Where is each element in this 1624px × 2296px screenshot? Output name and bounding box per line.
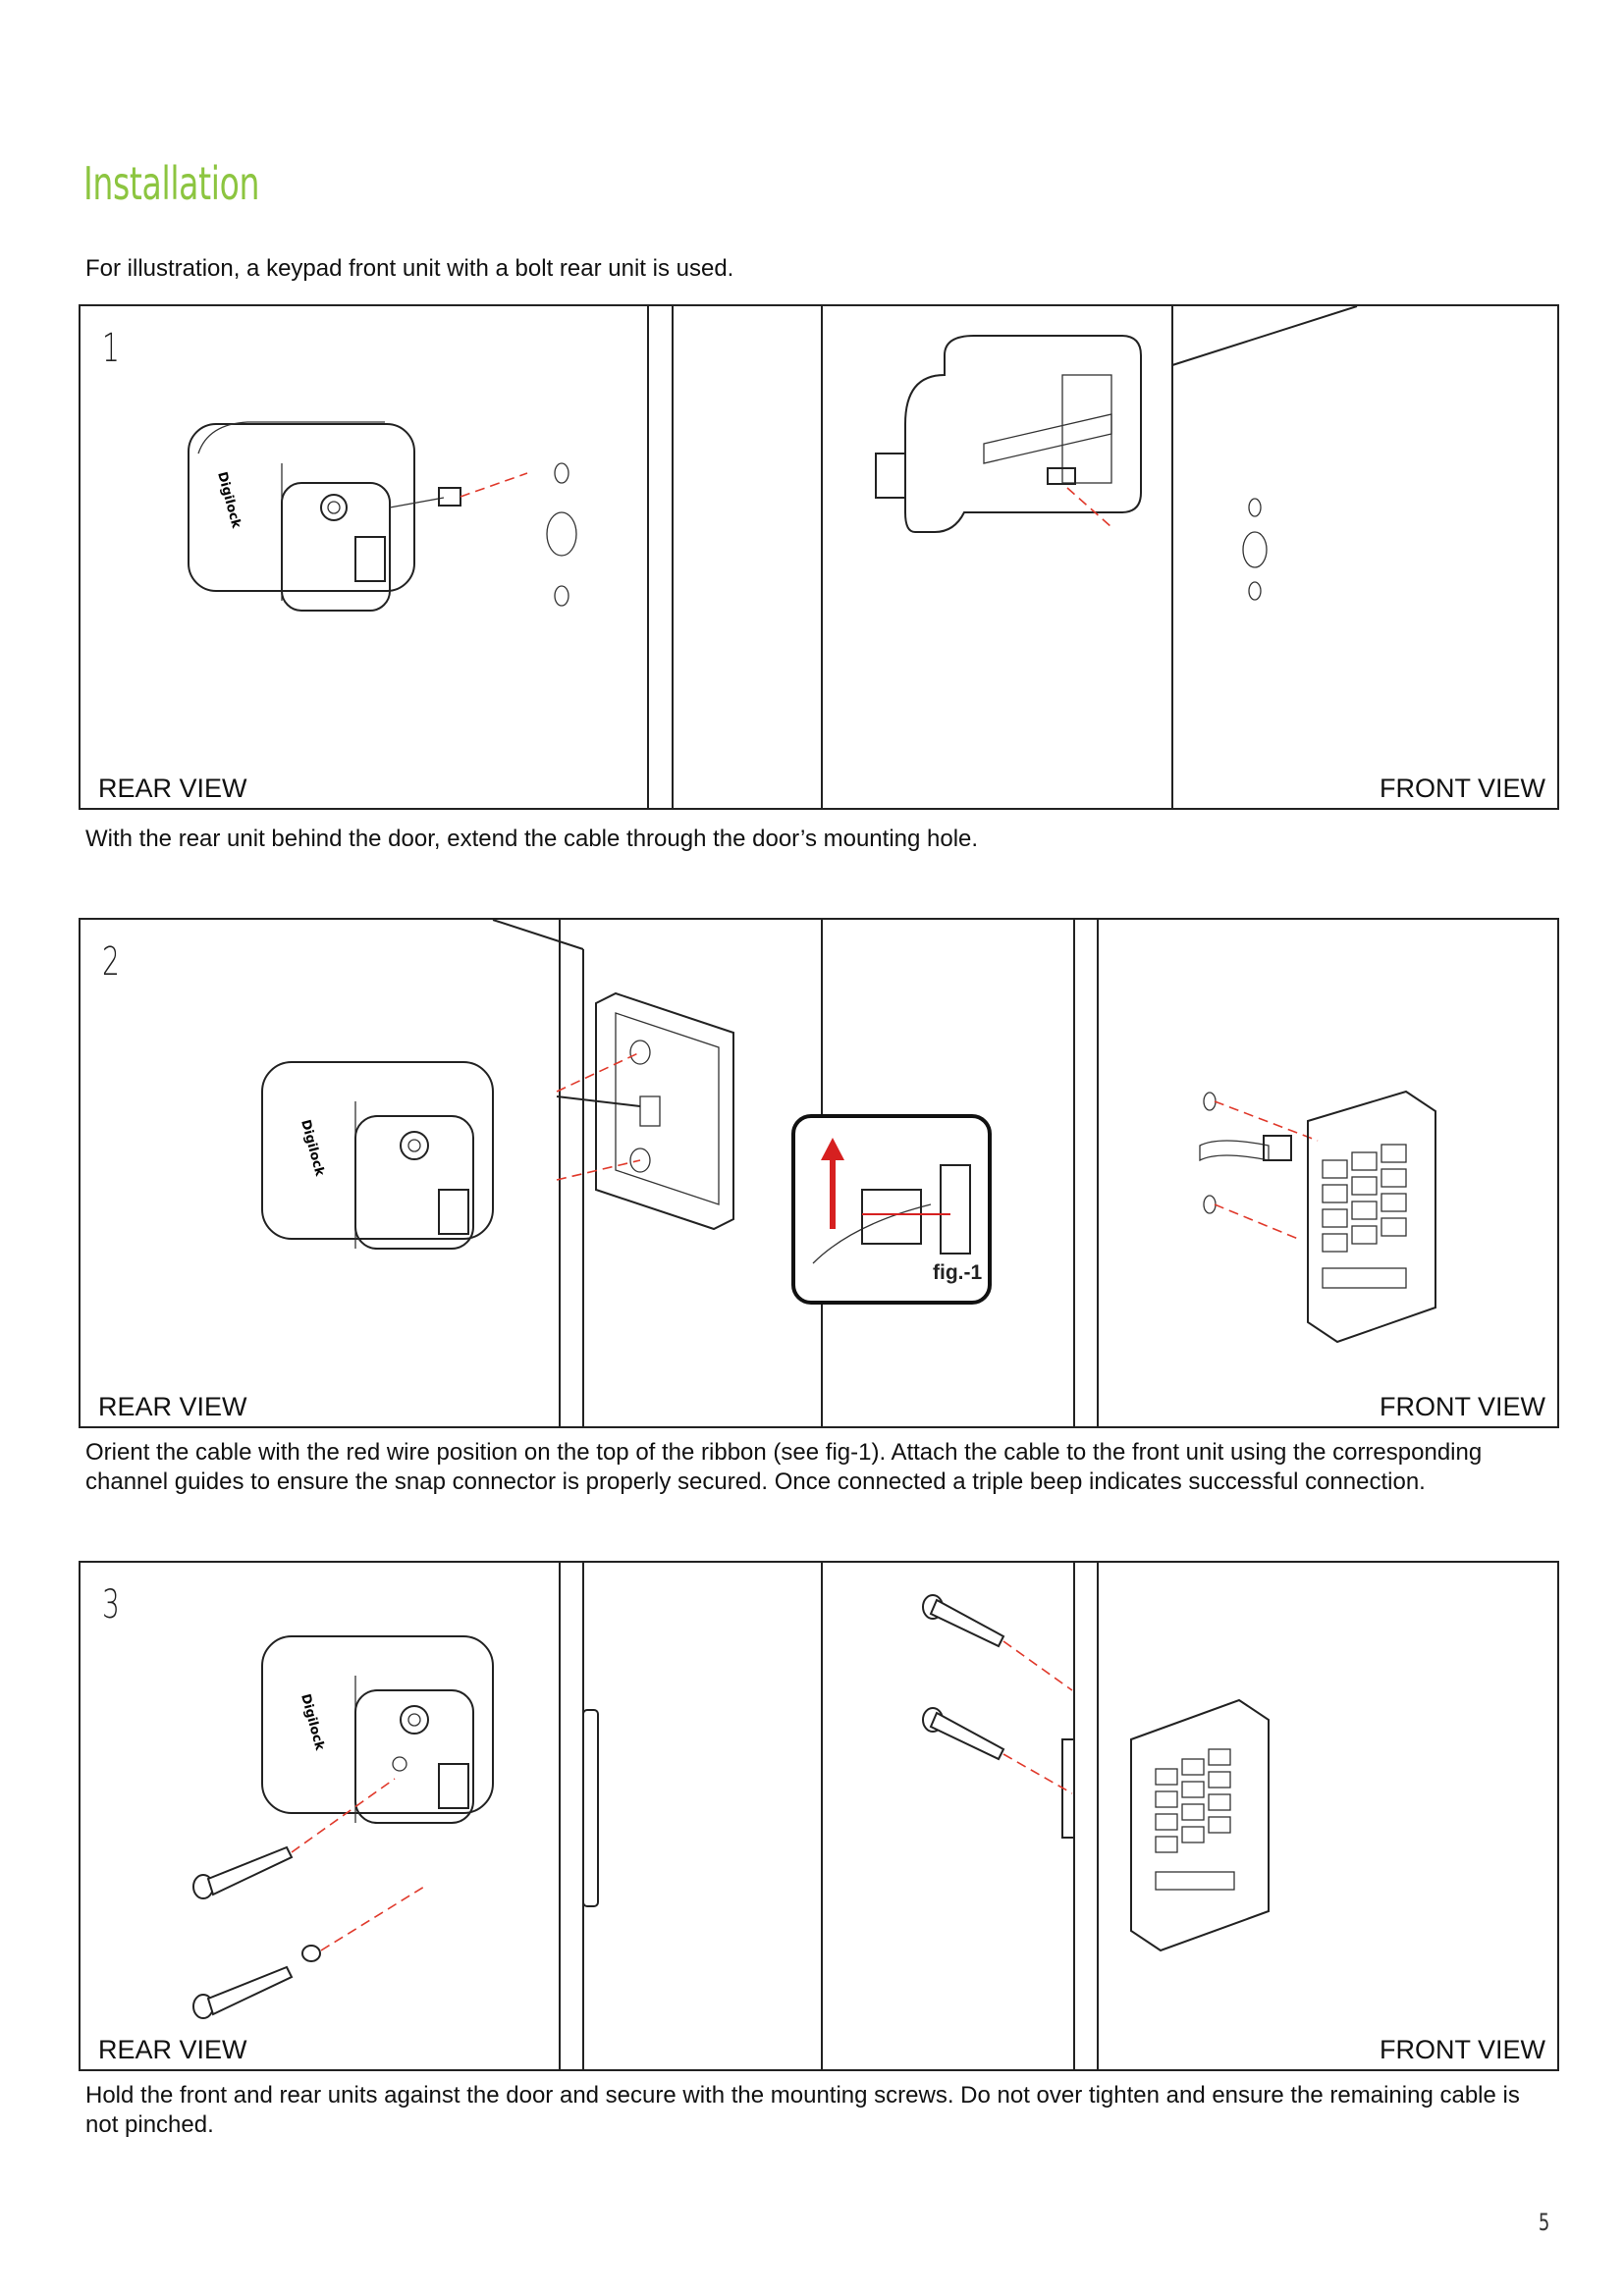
front-view-label: FRONT VIEW xyxy=(1379,2035,1545,2064)
step-number: 3 xyxy=(102,1582,120,1628)
svg-text:Digilock: Digilock xyxy=(214,470,244,530)
svg-text:Digilock: Digilock xyxy=(298,1118,327,1178)
keypad-drawing xyxy=(1199,1090,1436,1344)
step-1-caption: With the rear unit behind the door, exte… xyxy=(85,826,979,852)
rear-view-label: REAR VIEW xyxy=(98,1392,247,1421)
page-number: 5 xyxy=(1538,2209,1549,2236)
step-number: 2 xyxy=(102,939,120,985)
step-number: 1 xyxy=(102,326,120,371)
step-1-panel: Digilock 1 REAR VIEW FRONT VIEW xyxy=(79,304,1559,810)
rear-unit-drawing: Digilock xyxy=(188,421,528,612)
keypad-drawing xyxy=(1130,1698,1270,1952)
step-3-caption: Hold the front and rear units against th… xyxy=(85,2082,1520,2138)
rear-unit-drawing: Digilock xyxy=(261,1635,494,1824)
step-2-illustration: Digilock xyxy=(261,920,1436,1426)
front-screw-drawing xyxy=(922,1594,1005,1761)
front-view-label: FRONT VIEW xyxy=(1379,774,1545,803)
page-title: Installation xyxy=(83,157,260,210)
figure-label: fig.-1 xyxy=(933,1261,983,1284)
back-plate-drawing xyxy=(556,991,734,1231)
step-3-illustration: Digilock xyxy=(192,1563,1270,2069)
intro-text: For illustration, a keypad front unit wi… xyxy=(85,255,734,282)
step-2-panel: Digilock xyxy=(79,918,1559,1428)
rear-view-label: REAR VIEW xyxy=(98,2035,247,2064)
svg-text:Digilock: Digilock xyxy=(298,1692,327,1752)
rear-unit-front-drawing xyxy=(875,335,1142,533)
step-1-illustration: Digilock xyxy=(188,306,1358,808)
rear-unit-drawing: Digilock xyxy=(261,1061,494,1250)
rear-view-label: REAR VIEW xyxy=(98,774,247,803)
fig-1-inset xyxy=(791,1114,992,1305)
step-2-caption: Orient the cable with the red wire posit… xyxy=(85,1439,1483,1495)
rear-screw-drawing xyxy=(192,1845,321,2019)
step-3-panel: Digilock xyxy=(79,1561,1559,2071)
front-view-label: FRONT VIEW xyxy=(1379,1392,1545,1421)
